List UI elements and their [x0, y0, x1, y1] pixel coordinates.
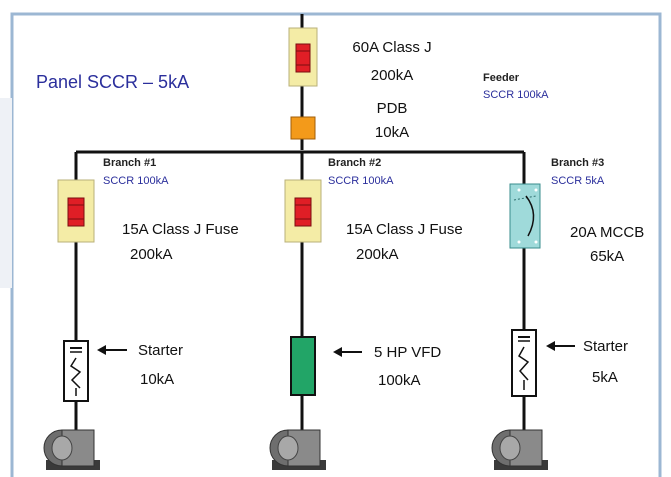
feeder-label: Feeder [483, 72, 520, 84]
arrow-icon [97, 345, 127, 355]
motor-2-icon [269, 429, 326, 470]
pdb-label: PDB [376, 100, 408, 117]
arrow-icon [546, 341, 575, 351]
branch-3-mccb-sccr: 65kA [590, 248, 625, 265]
pdb-rating: 10kA [374, 124, 410, 141]
branch-2-device-sccr: 100kA [378, 372, 421, 389]
starter-3-icon [511, 329, 537, 397]
branch-1-fuse-sccr: 200kA [130, 246, 173, 263]
arrow-icon [333, 347, 362, 357]
branch-2-fuse-icon [284, 179, 322, 243]
branch-2-sccr: SCCR 100kA [328, 175, 394, 187]
branch-3-sccr: SCCR 5kA [551, 175, 605, 187]
branch-3-mccb-rating: 20A MCCB [570, 224, 645, 241]
branch-2-fuse-rating: 15A Class J Fuse [346, 221, 463, 238]
branch-2-name: Branch #2 [328, 157, 382, 169]
branch-3-name: Branch #3 [551, 157, 605, 169]
feeder-sccr: SCCR 100kA [483, 89, 549, 101]
vfd-icon [290, 336, 316, 396]
branch-1-sccr: SCCR 100kA [103, 175, 169, 187]
motor-3-icon [491, 429, 548, 470]
branch-2-device: 5 HP VFD [374, 344, 442, 361]
panel-title: Panel SCCR – 5kA [36, 72, 190, 92]
main-fuse-rating: 60A Class J [352, 39, 432, 56]
mccb-icon [509, 183, 541, 249]
pdb-icon [290, 116, 316, 140]
branch-1-fuse-icon [57, 179, 95, 243]
starter-1-icon [63, 340, 89, 402]
branch-2-fuse-sccr: 200kA [356, 246, 399, 263]
branch-3-device-sccr: 5kA [592, 369, 618, 386]
motor-1-icon [43, 429, 100, 470]
main-fuse-icon [288, 27, 318, 87]
branch-1-fuse-rating: 15A Class J Fuse [122, 221, 239, 238]
branch-1-name: Branch #1 [103, 157, 157, 169]
main-fuse-sccr: 200kA [370, 67, 414, 84]
branch-3-device: Starter [583, 338, 629, 355]
branch-1-device: Starter [138, 342, 184, 359]
branch-1-device-sccr: 10kA [140, 371, 175, 388]
